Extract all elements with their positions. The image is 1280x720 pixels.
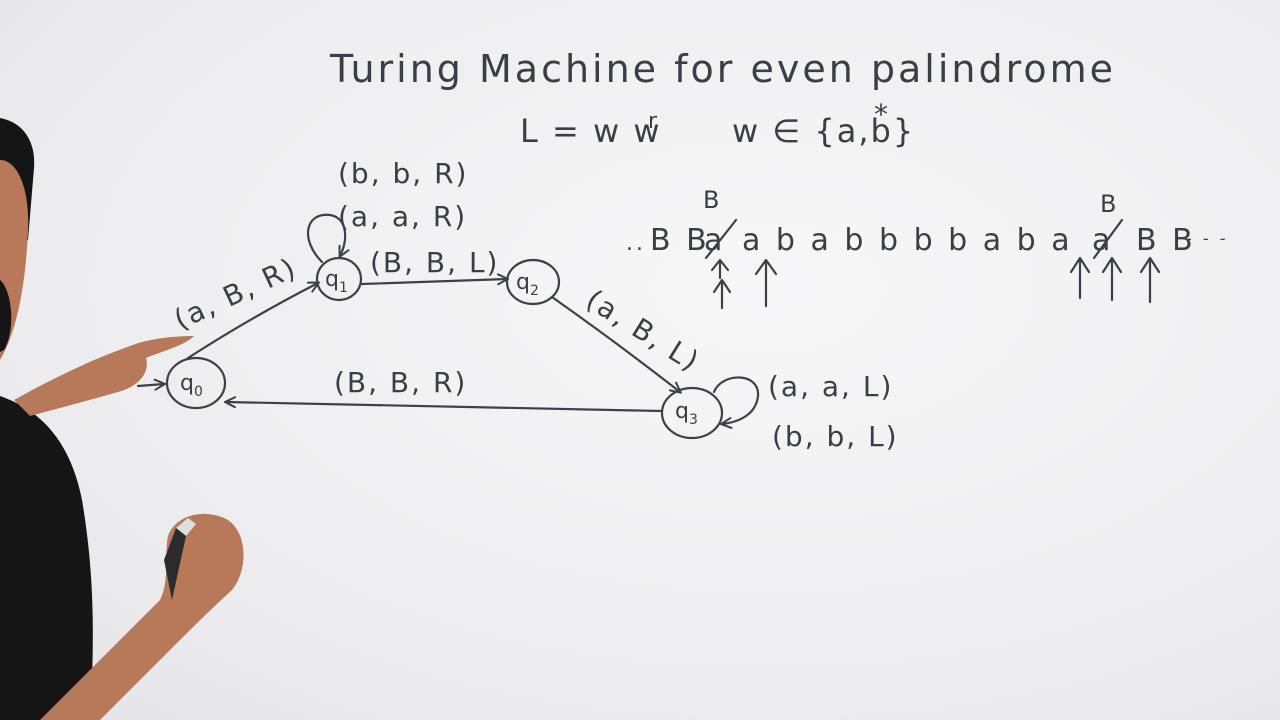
tape-replacement-right: B xyxy=(1100,190,1116,218)
tape-left-strike xyxy=(704,218,738,260)
start-arrow xyxy=(136,384,164,386)
presenter-pointing-hand xyxy=(14,336,194,416)
tape-left-dots: .. xyxy=(626,231,646,256)
state-q0: q0 xyxy=(165,356,227,410)
reverse-superscript: r xyxy=(648,109,659,134)
tape-right-strike xyxy=(1092,218,1124,260)
tape-middle: a b a b b b b a b a xyxy=(742,223,1073,258)
presenter-left-hand xyxy=(40,513,244,720)
language-definition: L = w w r w ∈ {a,b} * xyxy=(520,98,915,150)
transition-q3-q0 xyxy=(226,402,664,413)
tape-right-dots: - - - xyxy=(1186,229,1229,248)
tape-crossed-right: a xyxy=(1092,223,1113,258)
state-q3-label: q3 xyxy=(675,399,698,428)
state-q1-label: q1 xyxy=(325,267,348,296)
head-arrow-icon xyxy=(1101,256,1123,302)
tape-left-blanks: B B xyxy=(650,223,710,258)
tape: .. B B a B a b a b b b b a b a a B B B -… xyxy=(626,186,1229,310)
state-q2-label: q2 xyxy=(516,270,539,299)
presenter-shirt xyxy=(0,396,93,720)
state-q0-circle xyxy=(165,356,227,410)
transition-q3-loop xyxy=(712,376,760,424)
head-arrow-icon xyxy=(710,258,730,280)
tape-crossed-left: a xyxy=(704,223,725,258)
transition-q1-loop xyxy=(307,213,345,264)
kleene-star: * xyxy=(874,98,890,131)
transition-q1-q2-label: (B, B, L) xyxy=(370,246,499,279)
state-q0-label: q0 xyxy=(180,371,203,400)
transition-q1-loop-label-2: (a, a, R) xyxy=(338,200,467,233)
transition-q1-q2 xyxy=(360,279,507,284)
presenter xyxy=(0,118,244,720)
tape-right-blanks: B B xyxy=(1136,223,1196,258)
language-formula: L = w w xyxy=(520,112,662,150)
marker xyxy=(164,528,186,600)
transition-q0-q1-label: (a, B, R) xyxy=(169,251,302,336)
presenter-beard xyxy=(0,280,12,352)
state-q3-circle xyxy=(660,386,724,440)
transition-q3-loop-label-1: (a, a, L) xyxy=(768,370,893,403)
transition-q1-loop-label-1: (b, b, R) xyxy=(338,157,468,190)
head-arrow-icon xyxy=(1069,256,1091,300)
language-domain: w ∈ {a,b} xyxy=(732,112,915,150)
head-arrow-icon xyxy=(754,258,778,308)
state-q1: q1 xyxy=(315,256,363,302)
transition-q3-q0-label: (B, B, R) xyxy=(334,366,467,399)
marker-cap xyxy=(176,518,196,536)
head-arrow-icon xyxy=(712,278,732,310)
transition-q2-q3 xyxy=(550,295,680,392)
transition-q3-loop-label-2: (b, b, L) xyxy=(772,420,899,453)
transition-q0-q1 xyxy=(186,283,318,360)
head-arrow-icon xyxy=(1139,256,1161,304)
state-q3: q3 xyxy=(660,386,724,440)
diagram-title: Turing Machine for even palindrome xyxy=(329,47,1116,91)
tape-replacement-left: B xyxy=(703,186,719,214)
